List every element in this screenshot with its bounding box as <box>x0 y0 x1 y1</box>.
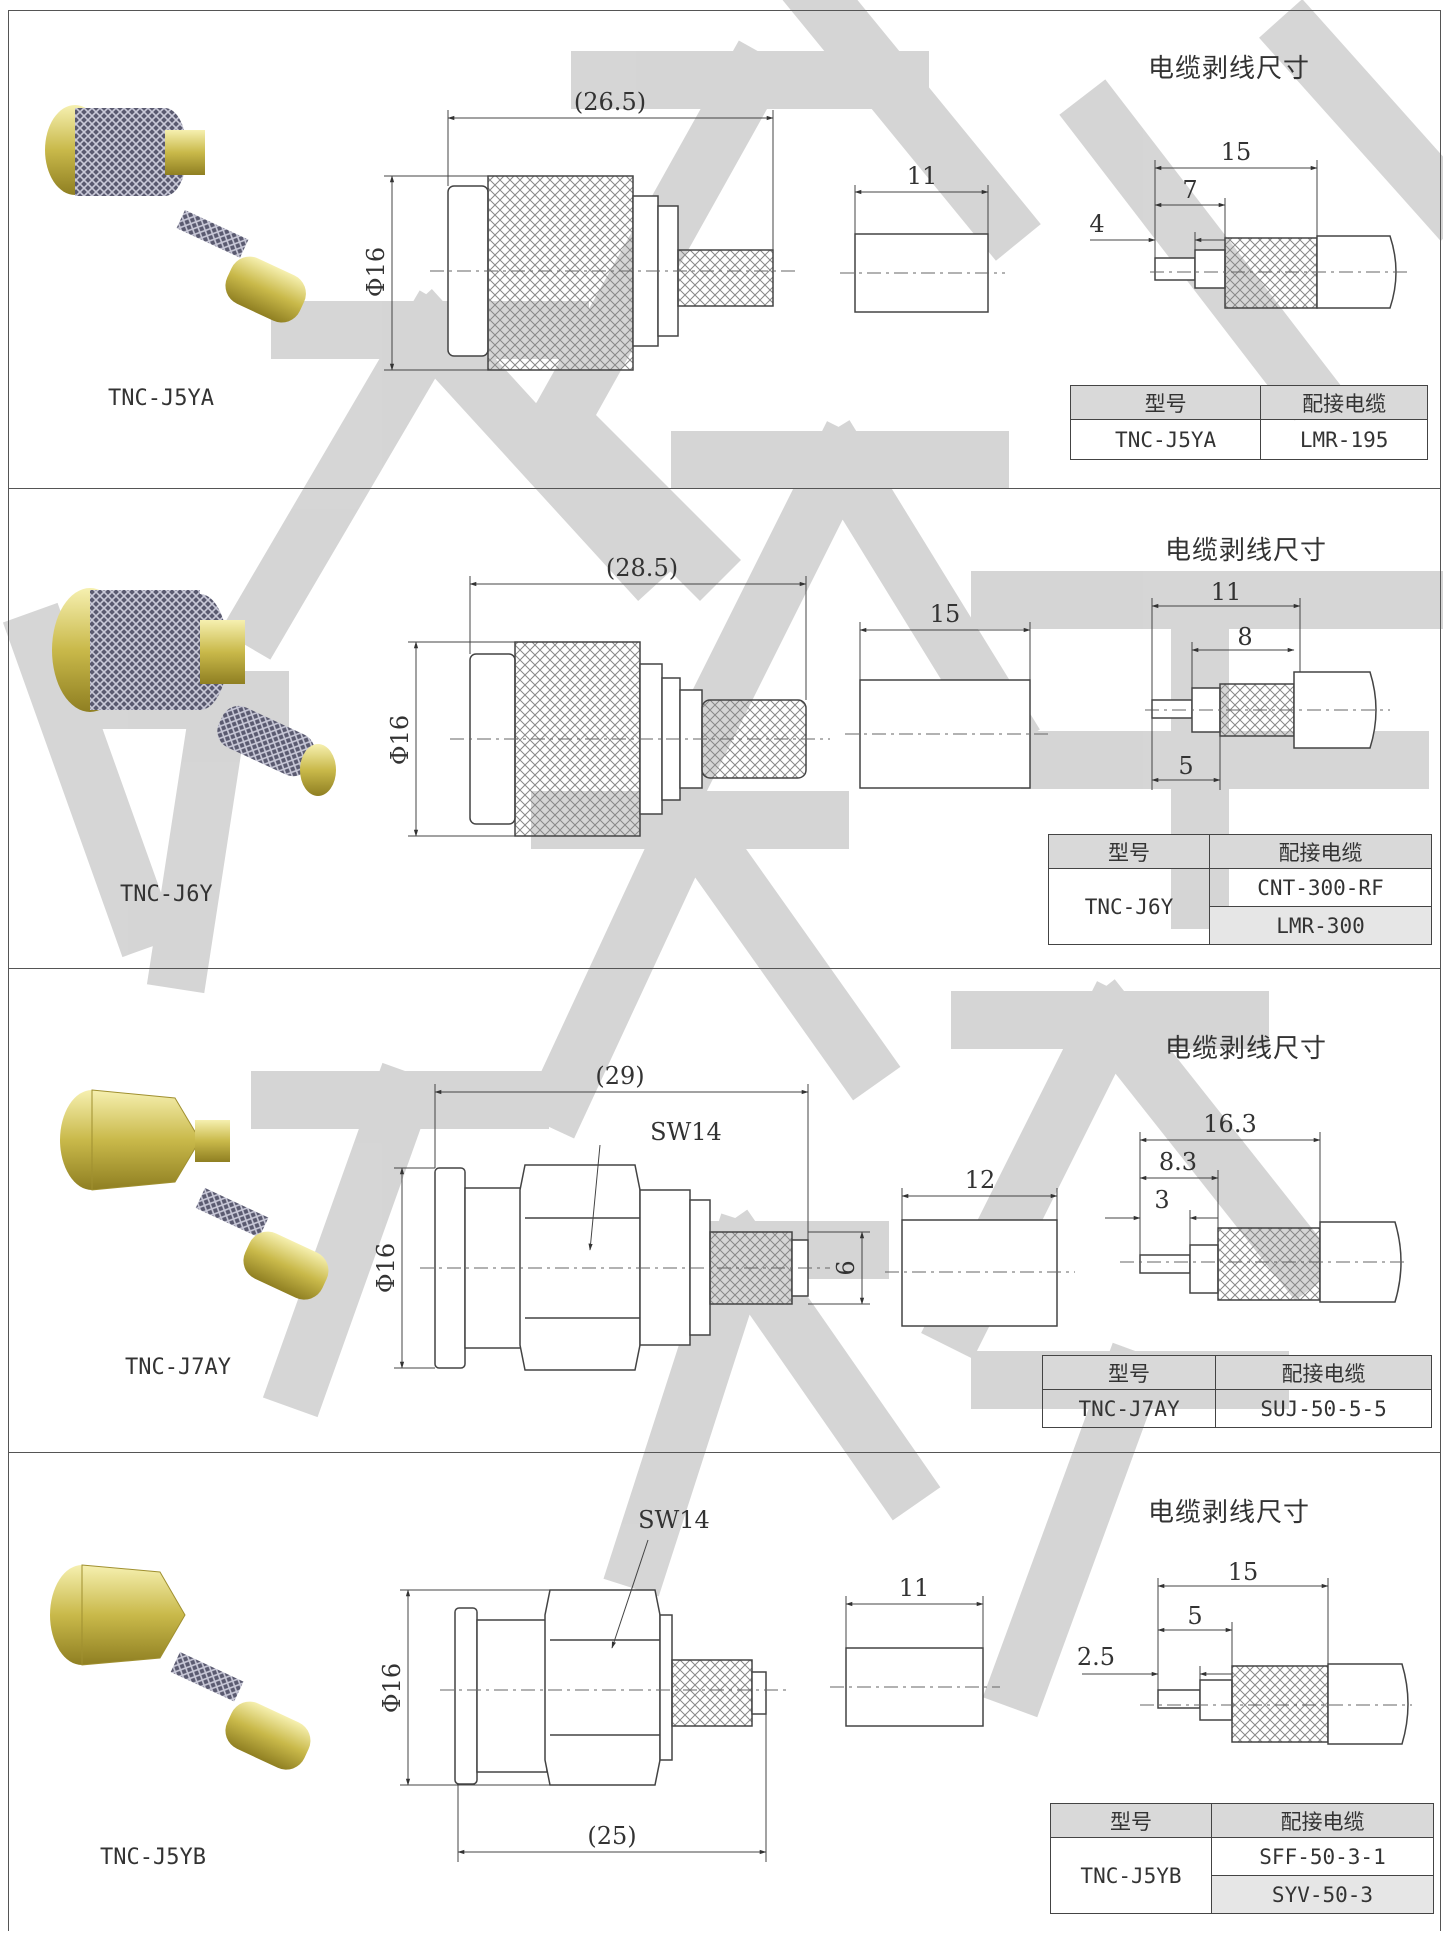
cell-cable: SUJ-50-5-5 <box>1215 1389 1432 1428</box>
dim-strip-pin-4: 2.5 <box>1077 1643 1115 1671</box>
strip-dimension-title-2: 电缆剥线尺寸 <box>1165 536 1328 566</box>
dim-length-2: (28.5) <box>606 554 678 582</box>
dim-diameter-2: Φ16 <box>386 715 414 765</box>
dim-strip-mid-1: 7 <box>1182 176 1197 204</box>
cell-cable: SYV-50-3 <box>1211 1875 1434 1914</box>
panel-4 <box>8 1452 1441 1931</box>
connector-render-4 <box>50 1564 311 1770</box>
dim-strip-total-1: 15 <box>1221 138 1252 166</box>
dim-length-1: (26.5) <box>574 88 646 116</box>
header-model: 型号 <box>1050 1803 1212 1838</box>
dim-hex-4: SW14 <box>638 1506 710 1534</box>
cell-model: TNC-J5YB <box>1050 1837 1212 1914</box>
cell-cable: SFF-50-3-1 <box>1211 1837 1434 1876</box>
header-cable: 配接电缆 <box>1215 1355 1432 1390</box>
connector-render-1 <box>45 105 306 323</box>
cell-cable: CNT-300-RF <box>1209 868 1432 907</box>
dim-strip-total-3: 16.3 <box>1203 1110 1256 1138</box>
cell-model: TNC-J7AY <box>1041 1389 1217 1428</box>
strip-dimension-title-1: 电缆剥线尺寸 <box>1148 54 1311 84</box>
dim-strip-pin-2: 5 <box>1178 752 1193 780</box>
section-3-drawing: (29) Φ16 SW14 6 12 16.3 8.3 3 <box>60 1062 1405 1371</box>
dim-strip-mid-4: 5 <box>1187 1602 1202 1630</box>
model-label-1: TNC-J5YA <box>108 386 214 411</box>
dim-hex-3: SW14 <box>650 1118 722 1146</box>
strip-dimension-title-4: 电缆剥线尺寸 <box>1148 1498 1311 1528</box>
dim-length-4: (25) <box>587 1822 636 1850</box>
dim-diameter-4: Φ16 <box>378 1663 406 1713</box>
section-2-drawing: (28.5) Φ16 15 11 8 5 <box>52 554 1390 837</box>
model-label-3: TNC-J7AY <box>125 1355 231 1380</box>
connector-render-2 <box>52 588 336 796</box>
dim-strip-total-4: 15 <box>1228 1558 1259 1586</box>
header-model: 型号 <box>1041 1355 1217 1390</box>
dim-strip-mid-3: 8.3 <box>1159 1148 1197 1176</box>
header-cable: 配接电缆 <box>1211 1803 1434 1838</box>
dim-ferrule-3: 12 <box>965 1166 996 1194</box>
cell-model: TNC-J6Y <box>1048 868 1210 945</box>
header-cable: 配接电缆 <box>1260 385 1428 420</box>
model-label-4: TNC-J5YB <box>100 1845 206 1870</box>
dim-strip-pin-1: 4 <box>1089 210 1104 238</box>
dim-diameter-3: Φ16 <box>372 1243 400 1293</box>
dim-diameter-1: Φ16 <box>362 247 390 297</box>
header-model: 型号 <box>1069 385 1262 420</box>
cell-cable: LMR-195 <box>1260 419 1428 460</box>
dim-strip-pin-3: 3 <box>1154 1186 1169 1214</box>
dim-ferrule-4: 11 <box>899 1574 930 1602</box>
panel-1 <box>8 10 1441 488</box>
cell-model: TNC-J5YA <box>1069 419 1262 460</box>
panel-3 <box>8 968 1441 1452</box>
header-model: 型号 <box>1048 834 1210 869</box>
dim-pin-dia-3: 6 <box>832 1260 860 1275</box>
model-label-2: TNC-J6Y <box>120 882 213 907</box>
dim-ferrule-1: 11 <box>907 162 938 190</box>
dim-length-3: (29) <box>595 1062 644 1090</box>
dim-ferrule-2: 15 <box>930 600 961 628</box>
strip-dimension-title-3: 电缆剥线尺寸 <box>1165 1034 1328 1064</box>
connector-render-3 <box>60 1089 329 1300</box>
cell-cable: LMR-300 <box>1209 906 1432 945</box>
header-cable: 配接电缆 <box>1209 834 1432 869</box>
section-1-drawing: (26.5) Φ16 11 15 7 4 <box>45 88 1410 371</box>
section-4-drawing: (25) Φ16 SW14 11 15 5 2.5 <box>50 1506 1412 1862</box>
panel-2 <box>8 488 1441 968</box>
dim-strip-mid-2: 8 <box>1237 623 1252 651</box>
dim-strip-total-2: 11 <box>1211 578 1242 606</box>
